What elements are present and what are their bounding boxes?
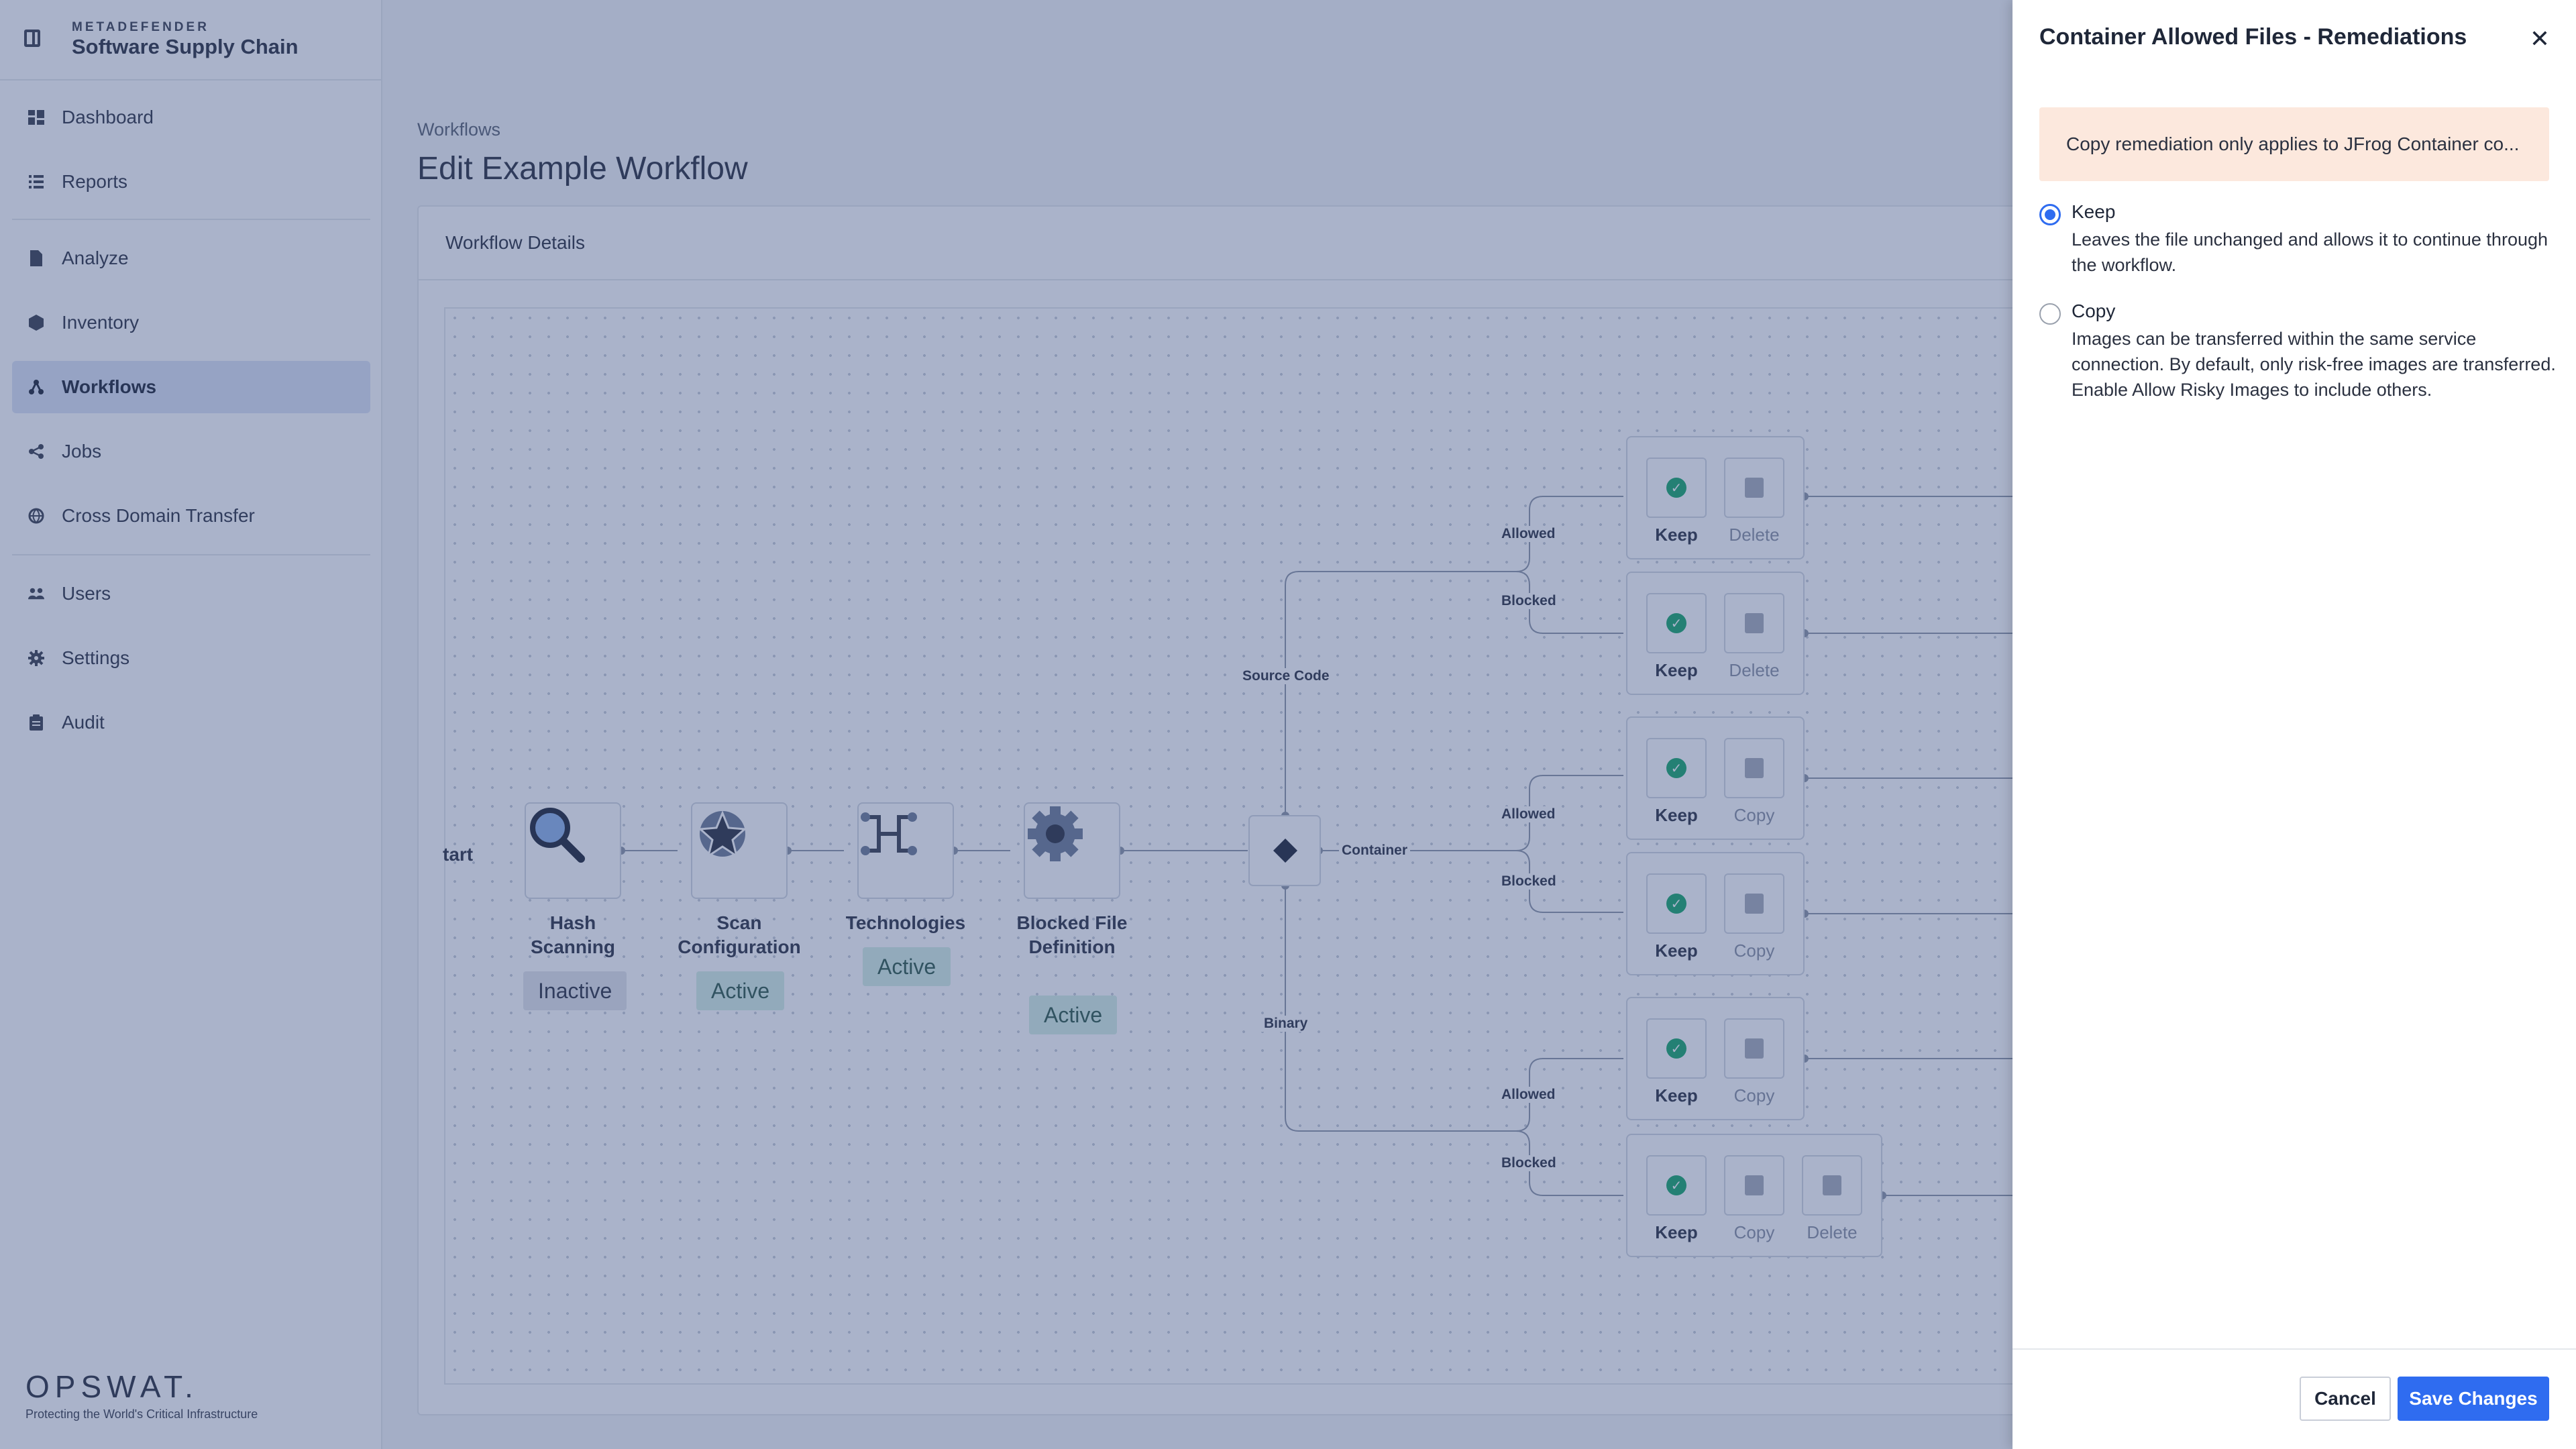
sidebar-item-audit[interactable]: Audit [12,696,370,749]
gear-icon [28,650,44,666]
sidebar-item-label: Jobs [62,441,102,462]
modal-backdrop[interactable] [0,0,2012,1449]
card-title: Workflow Details [445,232,585,253]
sidebar-item-workflows[interactable]: Workflows [12,361,370,413]
breadcrumb[interactable]: Workflows [417,119,501,140]
sidebar-header: METADEFENDER Software Supply Chain [0,0,382,80]
sidebar-item-users[interactable]: Users [12,568,370,620]
drawer-title: Container Allowed Files - Remediations [2039,24,2467,50]
page-title: Edit Example Workflow [417,151,748,186]
sidebar-item-reports[interactable]: Reports [12,156,370,208]
sidebar-item-label: Dashboard [62,107,154,127]
option-description: Images can be transferred within the sam… [2072,329,2556,400]
sidebar-item-label: Reports [62,171,128,192]
sidebar-item-jobs[interactable]: Jobs [12,425,370,478]
sidebar-item-label: Users [62,583,111,604]
list-icon [28,174,44,190]
share-icon [28,443,44,460]
sidebar-item-label: Workflows [62,376,157,397]
close-icon[interactable]: ✕ [2529,25,2551,52]
card-divider [419,279,2563,280]
sidebar-item-inventory[interactable]: Inventory [12,297,370,349]
opswat-tagline: Protecting the World's Critical Infrastr… [25,1407,258,1421]
sidebar-item-label: Cross Domain Transfer [62,505,255,526]
sidebar-toggle-icon[interactable] [24,30,40,47]
sidebar-item-label: Inventory [62,312,140,333]
save-changes-button[interactable]: Save Changes [2398,1377,2549,1421]
option-description: Leaves the file unchanged and allows it … [2072,229,2548,275]
radio-copy[interactable] [2039,303,2061,325]
nav-divider [12,554,370,555]
file-icon [28,250,44,266]
nav-divider [12,219,370,220]
radio-keep[interactable] [2039,204,2061,225]
sidebar-item-label: Analyze [62,248,129,268]
remediations-drawer: Container Allowed Files - Remediations ✕… [2012,0,2576,1449]
drawer-footer-divider [2012,1348,2576,1350]
warning-banner: Copy remediation only applies to JFrog C… [2039,107,2549,181]
sidebar-item-settings[interactable]: Settings [12,632,370,684]
sidebar-item-label: Settings [62,647,130,668]
sidebar-item-analyze[interactable]: Analyze [12,232,370,284]
users-icon [28,586,44,602]
option-title: Keep [2072,201,2116,222]
cancel-button[interactable]: Cancel [2300,1377,2391,1421]
clipboard-icon [28,714,44,731]
sidebar-item-label: Audit [62,712,105,733]
opswat-logo: OPSWAT. [25,1369,199,1404]
option-title: Copy [2072,301,2116,321]
box-icon [28,315,44,331]
warning-text: Copy remediation only applies to JFrog C… [2066,133,2520,154]
globe-icon [28,508,44,524]
sidebar-item-cross-domain-transfer[interactable]: Cross Domain Transfer [12,490,370,542]
workflow-icon [28,379,44,395]
dashboard-icon [28,109,44,125]
sidebar: METADEFENDER Software Supply Chain Dashb… [0,0,382,1449]
sidebar-item-dashboard[interactable]: Dashboard [12,91,370,144]
brand-product-name: Software Supply Chain [72,35,299,58]
brand-product-line: METADEFENDER [72,20,209,34]
